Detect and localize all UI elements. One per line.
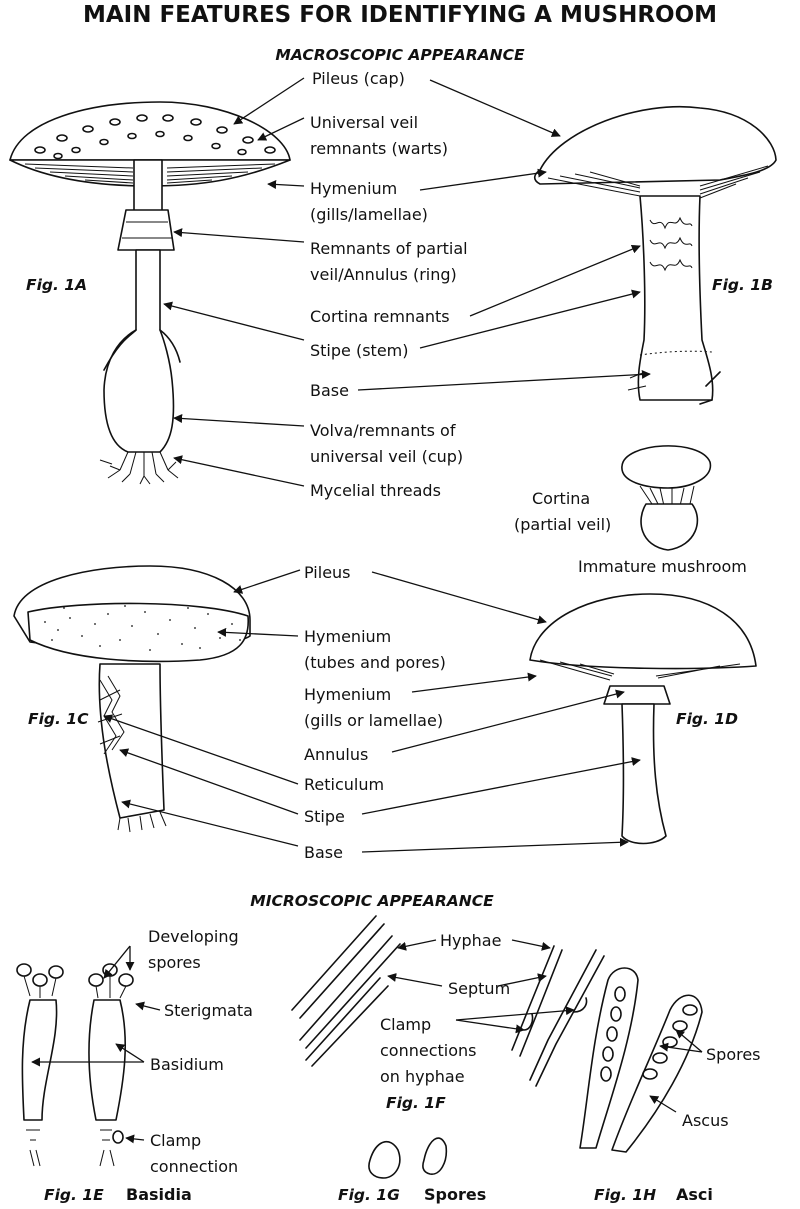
hyphae-illustration [291, 915, 605, 1087]
label-universal-veil-2: remnants (warts) [310, 139, 448, 158]
label-mycelial: Mycelial threads [310, 481, 441, 500]
label-clamp-conn-3: on hyphae [380, 1067, 465, 1086]
label-volva-1: Volva/remnants of [310, 421, 456, 440]
labels: Pileus (cap) Universal veil remnants (wa… [26, 69, 773, 1204]
mushroom-1d-illustration [529, 593, 757, 845]
label-base-cd: Base [304, 843, 343, 862]
caption-basidia: Basidia [126, 1185, 192, 1204]
fig-label-1h: Fig. 1H [594, 1186, 656, 1204]
label-stipe-stem: Stipe (stem) [310, 341, 408, 360]
label-cortina-1: Cortina [532, 489, 590, 508]
label-septum: Septum [448, 979, 510, 998]
mushroom-1b-illustration [533, 106, 777, 405]
label-base-ab: Base [310, 381, 349, 400]
label-developing-2: spores [148, 953, 201, 972]
fig-label-1b: Fig. 1B [712, 276, 773, 294]
fig-label-1d: Fig. 1D [676, 710, 738, 728]
label-clamp-conn-1: Clamp [380, 1015, 431, 1034]
spores-illustration [368, 1137, 448, 1179]
label-hymenium-gills-2: (gills/lamellae) [310, 205, 428, 224]
caption-spores: Spores [424, 1185, 486, 1204]
label-clamp-1: Clamp [150, 1131, 201, 1150]
mushroom-1a-illustration [9, 101, 291, 485]
label-sterigmata: Sterigmata [164, 1001, 253, 1020]
label-reticulum: Reticulum [304, 775, 384, 794]
basidia-illustration [16, 963, 134, 1167]
fig-label-1a: Fig. 1A [26, 276, 87, 294]
label-hyphae: Hyphae [440, 931, 501, 950]
caption-asci: Asci [676, 1185, 713, 1204]
fig-label-1c: Fig. 1C [28, 710, 89, 728]
micro-heading: MICROSCOPIC APPEARANCE [250, 892, 494, 910]
annotation-arrows [31, 77, 703, 1144]
label-clamp-conn-2: connections [380, 1041, 477, 1060]
label-cortina-2: (partial veil) [514, 515, 611, 534]
fig-label-1g: Fig. 1G [338, 1186, 400, 1204]
label-stipe: Stipe [304, 807, 345, 826]
label-hymenium-gills-cd-2: (gills or lamellae) [304, 711, 443, 730]
label-universal-veil-1: Universal veil [310, 113, 418, 132]
fig-label-1e: Fig. 1E [44, 1186, 104, 1204]
label-partial-veil-1: Remnants of partial [310, 239, 468, 258]
label-hymenium-gills-cd-1: Hymenium [304, 685, 391, 704]
immature-mushroom-illustration [621, 445, 712, 551]
label-cortina-remnants: Cortina remnants [310, 307, 450, 326]
label-clamp-2: connection [150, 1157, 238, 1176]
label-annulus: Annulus [304, 745, 368, 764]
page-title: MAIN FEATURES FOR IDENTIFYING A MUSHROOM [83, 2, 717, 28]
label-basidium: Basidium [150, 1055, 224, 1074]
mushroom-1c-illustration [13, 565, 251, 833]
label-developing-1: Developing [148, 927, 239, 946]
label-ascus: Ascus [682, 1111, 729, 1130]
macro-heading: MACROSCOPIC APPEARANCE [275, 46, 525, 64]
label-volva-2: universal veil (cup) [310, 447, 463, 466]
label-spores-asci: Spores [706, 1045, 761, 1064]
label-hymenium-tubes-1: Hymenium [304, 627, 391, 646]
fig-label-1f: Fig. 1F [386, 1094, 446, 1112]
label-hymenium-tubes-2: (tubes and pores) [304, 653, 446, 672]
label-pileus-cap: Pileus (cap) [312, 69, 405, 88]
label-partial-veil-2: veil/Annulus (ring) [310, 265, 457, 284]
label-pileus: Pileus [304, 563, 351, 582]
label-immature-caption: Immature mushroom [578, 557, 747, 576]
label-hymenium-gills-1: Hymenium [310, 179, 397, 198]
